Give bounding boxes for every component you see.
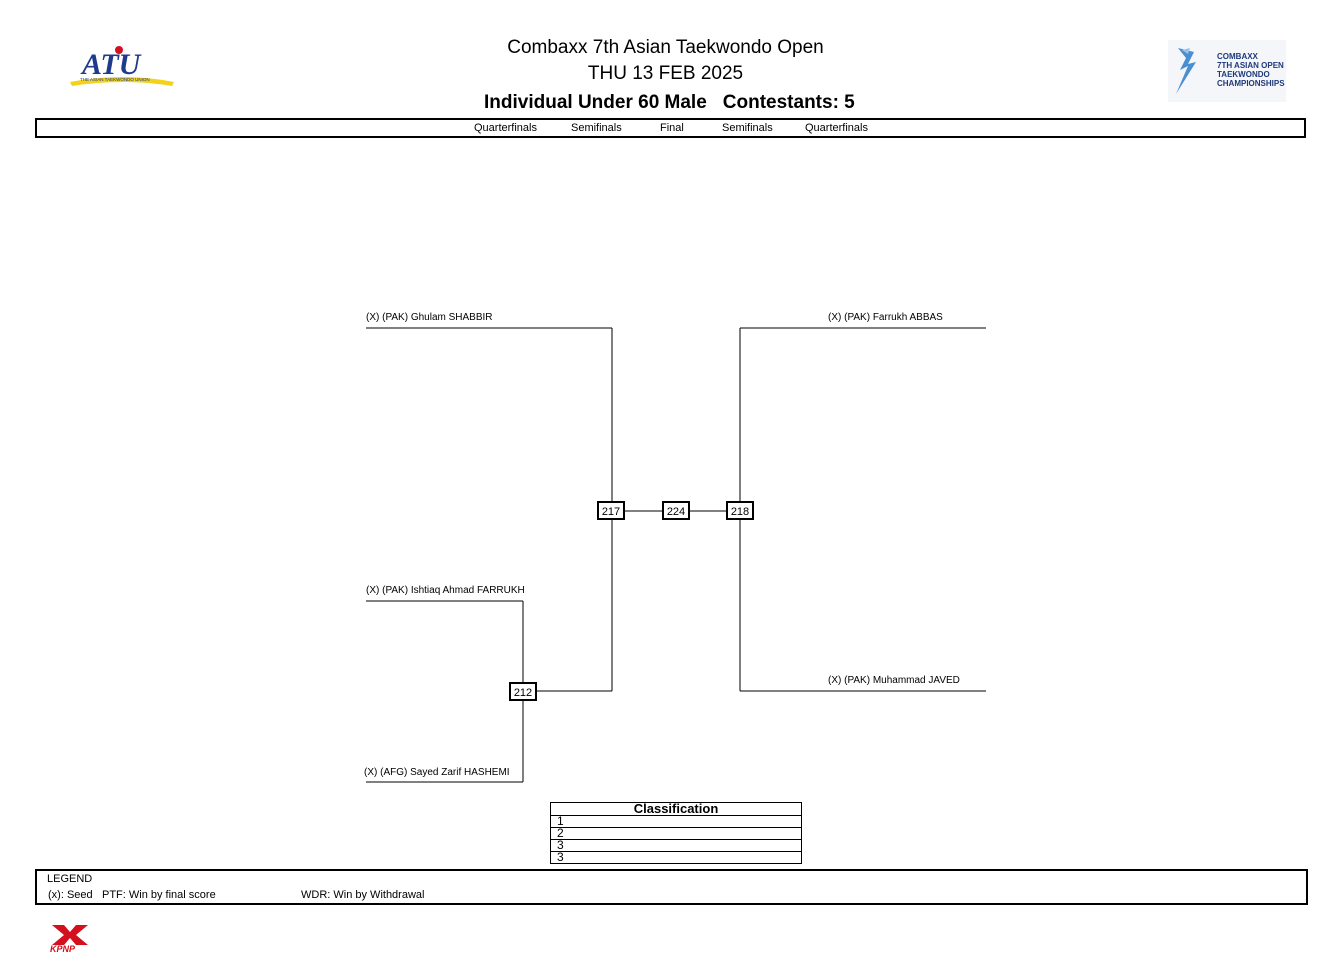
- round-label-final: Final: [660, 122, 684, 134]
- combaxx-championship-logo: [1168, 40, 1286, 102]
- round-label-left-quarterfinals: Quarterfinals: [474, 122, 537, 134]
- round-label-left-semifinals: Semifinals: [571, 122, 622, 134]
- classification-place-3a: 3: [550, 839, 802, 852]
- kpnp-logo-text: KPNP: [50, 944, 76, 954]
- legend-wdr: WDR: Win by Withdrawal: [301, 889, 425, 901]
- round-label-right-semifinals: Semifinals: [722, 122, 773, 134]
- match-box-224: [662, 501, 690, 520]
- player-left-top: (X) (PAK) Ghulam SHABBIR: [366, 312, 493, 323]
- event-title: Combaxx 7th Asian Taekwondo Open: [507, 37, 824, 58]
- classification-place-3b: 3: [550, 851, 802, 864]
- category-heading: Individual Under 60 Male Contestants: 5: [484, 92, 871, 114]
- match-box-217: [597, 501, 625, 520]
- atu-logo: ATU THE ASIAN TAEKWONDO UNION: [70, 46, 174, 86]
- legend-ptf: PTF: Win by final score: [102, 889, 216, 901]
- atu-logo-text: ATU: [80, 48, 142, 81]
- kpnp-logo: [52, 925, 88, 945]
- match-number-224: 224: [667, 506, 685, 518]
- classification-place-2: 2: [550, 827, 802, 840]
- match-number-218: 218: [731, 506, 749, 518]
- player-right-top: (X) (PAK) Farrukh ABBAS: [828, 312, 943, 323]
- atu-logo-caption: THE ASIAN TAEKWONDO UNION: [80, 77, 150, 82]
- legend-seed: (x): Seed: [48, 889, 93, 901]
- match-number-212: 212: [514, 687, 532, 699]
- round-header-bar: [35, 118, 1306, 138]
- classification-title: Classification: [550, 802, 802, 816]
- legend-box: [35, 869, 1308, 905]
- category-name: Individual Under 60 Male: [484, 92, 707, 113]
- classification-place-1: 1: [550, 815, 802, 828]
- combaxx-logo-text: COMBAXX 7TH ASIAN OPEN TAEKWONDO CHAMPIO…: [1217, 52, 1285, 88]
- contestants-count: Contestants: 5: [722, 92, 855, 113]
- legend-title: LEGEND: [47, 873, 93, 885]
- round-label-right-quarterfinals: Quarterfinals: [805, 122, 868, 134]
- event-date: THU 13 FEB 2025: [587, 63, 744, 84]
- match-number-217: 217: [602, 506, 620, 518]
- player-left-mid: (X) (PAK) Ishtiaq Ahmad FARRUKH: [366, 585, 525, 596]
- match-box-218: [726, 501, 754, 520]
- player-right-bottom: (X) (PAK) Muhammad JAVED: [828, 675, 960, 686]
- match-box-212: [509, 682, 537, 701]
- classification-table: Classification 1 2 3 3: [550, 802, 802, 864]
- player-left-bottom: (X) (AFG) Sayed Zarif HASHEMI: [364, 767, 510, 778]
